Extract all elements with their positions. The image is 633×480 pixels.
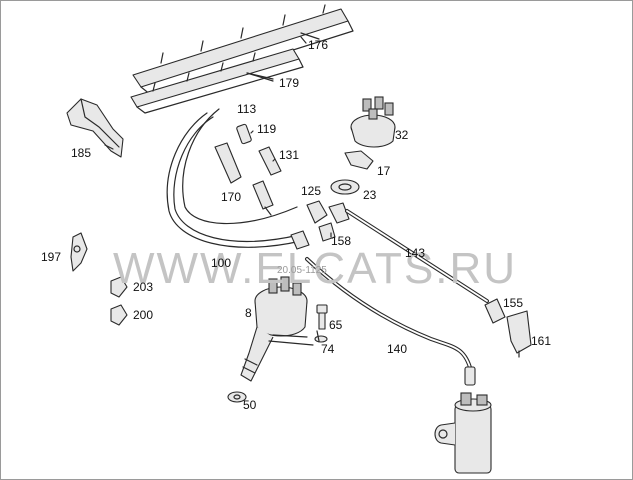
label-65[interactable]: 65: [329, 318, 343, 332]
part-17-rotor[interactable]: [344, 150, 374, 170]
part-155-connector[interactable]: [484, 298, 506, 324]
label-185[interactable]: 185: [71, 146, 91, 160]
part-119-plug-connector[interactable]: [236, 123, 252, 145]
label-197[interactable]: 197: [41, 250, 61, 264]
drawing-code: 20.05-1125: [277, 265, 327, 276]
label-170[interactable]: 170: [221, 190, 241, 204]
label-200[interactable]: 200: [133, 308, 153, 322]
label-203[interactable]: 203: [133, 280, 153, 294]
label-161[interactable]: 161: [531, 334, 551, 348]
label-23[interactable]: 23: [363, 188, 377, 202]
part-23-shield-ring[interactable]: [330, 179, 360, 195]
part-200-clip[interactable]: [110, 304, 128, 326]
part-100-ignition-lead[interactable]: [166, 108, 302, 248]
watermark-text: WWW.ELCATS.RU: [113, 244, 517, 293]
label-131[interactable]: 131: [279, 148, 299, 162]
label-176[interactable]: 176: [308, 38, 328, 52]
part-65-bolt[interactable]: [316, 304, 328, 330]
part-50-gear[interactable]: [227, 391, 247, 403]
label-100[interactable]: 100: [211, 256, 231, 270]
part-8-distributor[interactable]: [240, 276, 308, 382]
label-113[interactable]: 113: [237, 102, 256, 116]
label-32[interactable]: 32: [395, 128, 409, 142]
part-185-cover[interactable]: [66, 98, 124, 158]
label-74[interactable]: 74: [321, 342, 335, 356]
ignition-coil[interactable]: [434, 392, 492, 474]
part-158-connector[interactable]: [290, 222, 336, 250]
label-50[interactable]: 50: [243, 398, 257, 412]
label-179[interactable]: 179: [279, 76, 299, 90]
part-170-spark-plug[interactable]: [252, 180, 274, 216]
label-143[interactable]: 143: [405, 246, 425, 260]
label-8[interactable]: 8: [245, 306, 252, 320]
part-labels: 176 179 185 113 119 131 32 17 125 23 170…: [41, 38, 551, 412]
label-140[interactable]: 140: [387, 342, 407, 356]
label-125[interactable]: 125: [301, 184, 321, 198]
label-17[interactable]: 17: [377, 164, 391, 178]
part-131-spark-plug-connector[interactable]: [214, 142, 282, 184]
part-125-connector[interactable]: [306, 200, 350, 224]
part-161-connector[interactable]: [506, 310, 532, 358]
label-155[interactable]: 155: [503, 296, 523, 310]
leader-lines: [246, 36, 332, 346]
label-119[interactable]: 119: [257, 122, 276, 136]
part-143-ignition-cable[interactable]: [345, 209, 489, 303]
part-203-clip[interactable]: [110, 276, 128, 298]
part-32-distributor-cap[interactable]: [350, 96, 396, 148]
part-197-clip[interactable]: [70, 232, 88, 272]
part-140-coil-lead[interactable]: [305, 257, 476, 386]
label-158[interactable]: 158: [331, 234, 351, 248]
